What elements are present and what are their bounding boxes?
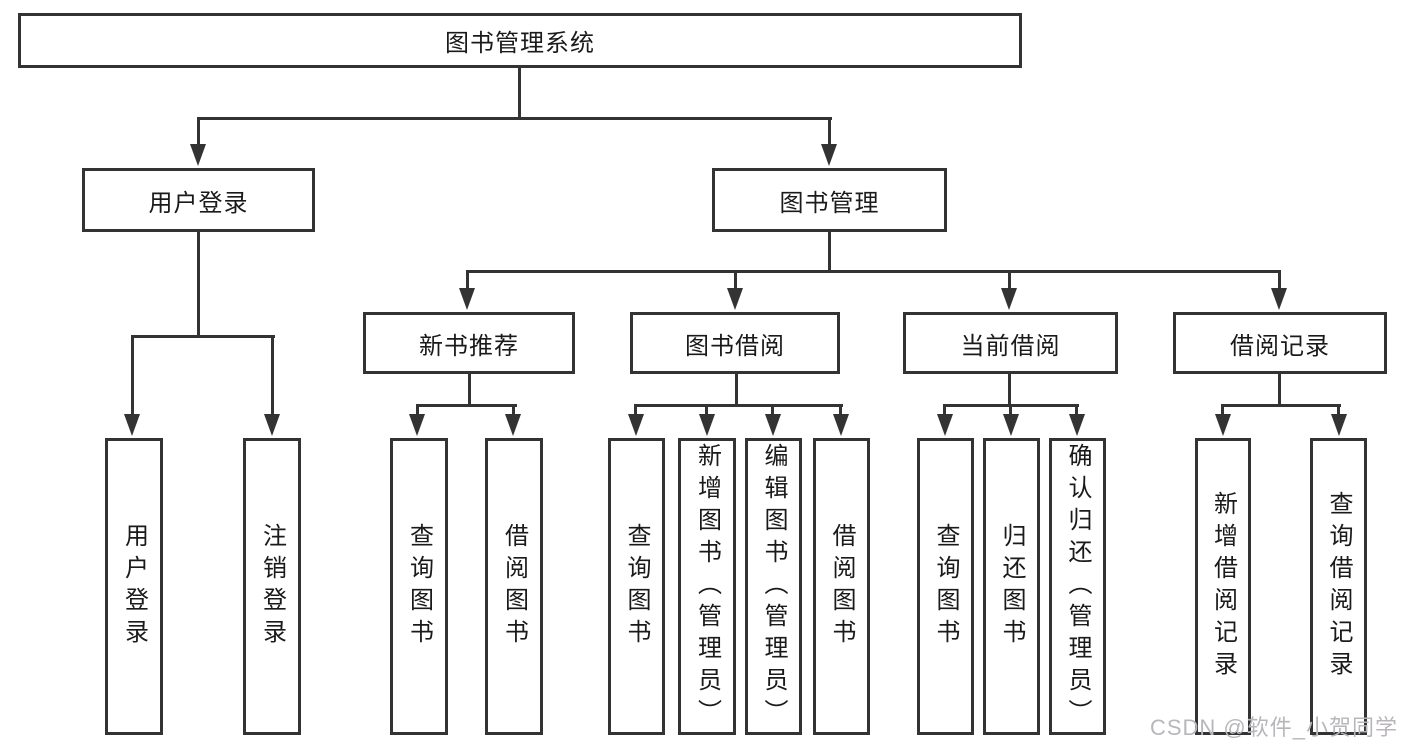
node-book-borrow: 图书借阅 — [630, 312, 840, 374]
connector-line — [1278, 270, 1281, 290]
connector-line — [734, 270, 737, 290]
connector-line — [512, 404, 515, 415]
connector-line — [416, 404, 419, 415]
arrow-down-icon — [937, 414, 953, 436]
connector-line — [839, 404, 842, 415]
node-new-book-recommend: 新书推荐 — [363, 312, 575, 374]
arrow-down-icon — [765, 414, 781, 436]
connector-line — [1337, 404, 1340, 415]
leaf-confirm-return-admin: 确认归还（管理员） — [1049, 438, 1106, 735]
connector-line — [197, 232, 200, 338]
connector-line — [197, 117, 832, 120]
connector-line — [1278, 374, 1281, 407]
watermark: CSDN @软件_小贺同学 — [1149, 715, 1398, 740]
arrow-down-icon — [833, 414, 849, 436]
arrow-down-icon — [409, 414, 425, 436]
connector-line — [131, 335, 134, 415]
leaf-user-login: 用户登录 — [105, 438, 163, 735]
arrow-down-icon — [1271, 288, 1287, 310]
arrow-down-icon — [1001, 288, 1017, 310]
leaf-query-book-recommend: 查询图书 — [390, 438, 448, 735]
connector-line — [416, 404, 517, 407]
arrow-down-icon — [505, 414, 521, 436]
leaf-return-book: 归还图书 — [983, 438, 1040, 735]
connector-line — [466, 270, 469, 290]
connector-line — [1221, 404, 1224, 415]
leaf-borrow-book: 借阅图书 — [813, 438, 870, 735]
leaf-add-borrow-record: 新增借阅记录 — [1195, 438, 1251, 735]
connector-line — [828, 232, 831, 273]
node-borrow-record: 借阅记录 — [1173, 312, 1387, 374]
connector-line — [197, 117, 200, 145]
connector-line — [635, 404, 843, 407]
arrow-down-icon — [821, 144, 837, 166]
connector-line — [1009, 404, 1012, 415]
arrow-down-icon — [1215, 414, 1231, 436]
connector-line — [1008, 270, 1011, 290]
arrow-down-icon — [1003, 414, 1019, 436]
arrow-down-icon — [190, 144, 206, 166]
arrow-down-icon — [727, 288, 743, 310]
connector-line — [1221, 404, 1341, 407]
connector-line — [735, 374, 738, 407]
connector-line — [1008, 374, 1011, 407]
leaf-logout: 注销登录 — [243, 438, 301, 735]
arrow-down-icon — [459, 288, 475, 310]
connector-line — [466, 270, 1281, 273]
node-book-management: 图书管理 — [712, 168, 947, 232]
arrow-down-icon — [1331, 414, 1347, 436]
connector-line — [468, 374, 471, 407]
connector-line — [518, 68, 521, 118]
arrow-down-icon — [124, 414, 140, 436]
leaf-query-book-borrow: 查询图书 — [608, 438, 665, 735]
node-current-borrow: 当前借阅 — [903, 312, 1118, 374]
connector-line — [828, 117, 831, 145]
connector-line — [943, 404, 946, 415]
leaf-query-borrow-record: 查询借阅记录 — [1310, 438, 1367, 735]
connector-line — [634, 404, 637, 415]
node-root: 图书管理系统 — [18, 13, 1022, 68]
connector-line — [271, 335, 274, 415]
node-user-login: 用户登录 — [82, 168, 315, 232]
arrow-down-icon — [1069, 414, 1085, 436]
connector-line — [771, 404, 774, 415]
leaf-edit-book-admin: 编辑图书（管理员） — [745, 438, 802, 735]
leaf-add-book-admin: 新增图书（管理员） — [678, 438, 736, 735]
arrow-down-icon — [628, 414, 644, 436]
leaf-borrow-book-recommend: 借阅图书 — [485, 438, 543, 735]
connector-line — [705, 404, 708, 415]
arrow-down-icon — [264, 414, 280, 436]
arrow-down-icon — [699, 414, 715, 436]
connector-line — [131, 335, 275, 338]
leaf-query-book-current: 查询图书 — [917, 438, 974, 735]
connector-line — [1075, 404, 1078, 415]
